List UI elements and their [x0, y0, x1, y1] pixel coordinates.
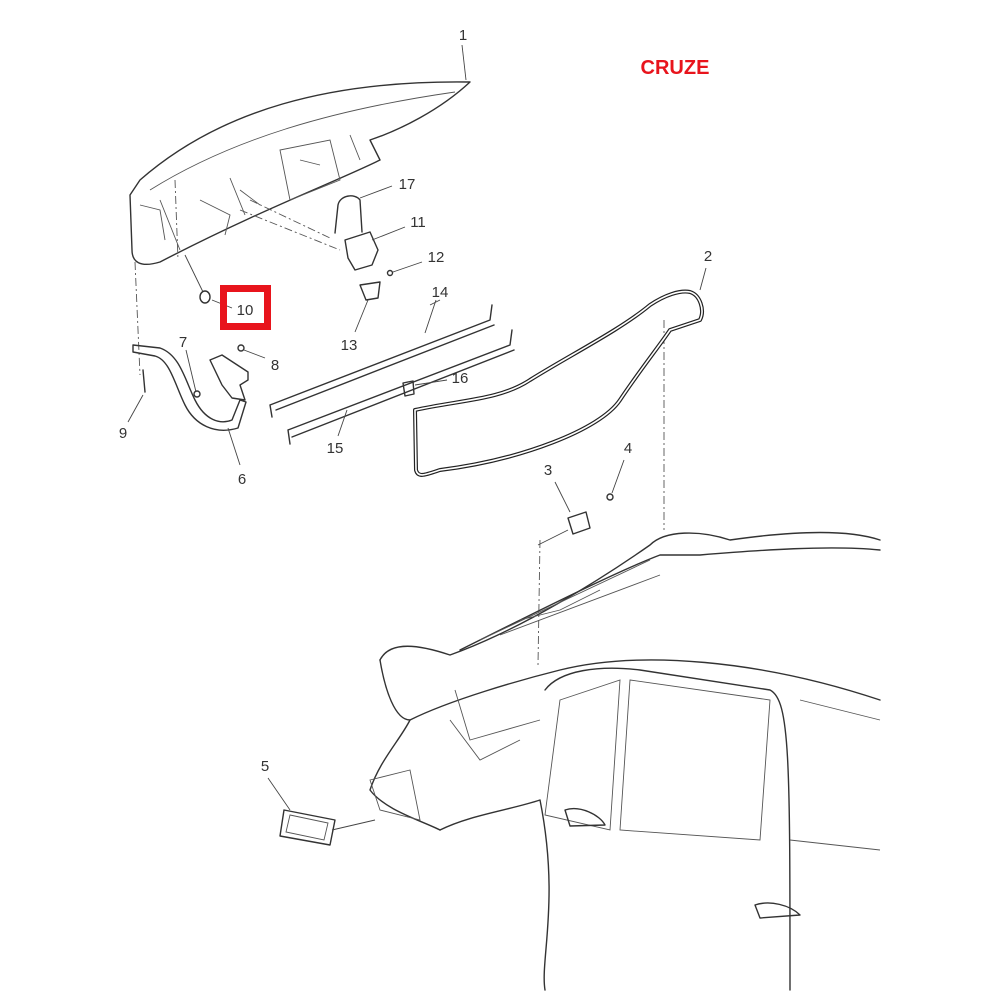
callout-15: 15: [327, 440, 344, 457]
bumper-part-10: [199, 290, 211, 304]
bolt-part-8: [237, 344, 245, 352]
lamp-part-5: [279, 809, 336, 846]
latch-part-11: [334, 195, 381, 301]
rod-part-15: [287, 329, 515, 445]
bolt-part-9: [142, 369, 146, 393]
car-body: [369, 531, 881, 991]
weatherstrip-part-2: [413, 289, 704, 477]
callout-2: 2: [704, 248, 712, 265]
callout-4: 4: [624, 440, 632, 457]
model-title: CRUZE: [641, 57, 710, 79]
bolt-part-7: [193, 390, 201, 398]
callout-8: 8: [271, 357, 279, 374]
callout-12: 12: [428, 249, 445, 266]
lamp-part-3: [567, 511, 591, 535]
callout-16: 16: [452, 370, 469, 387]
callout-1: 1: [459, 27, 467, 44]
callout-6: 6: [238, 471, 246, 488]
nut-part-4: [606, 493, 614, 501]
callout-17: 17: [399, 176, 416, 193]
callout-11: 11: [410, 214, 426, 231]
highlight-box-10: [220, 285, 271, 330]
rod-part-14: [269, 304, 495, 418]
callout-10: 10: [237, 302, 254, 319]
callout-14: 14: [432, 284, 449, 301]
clip-part-16: [402, 380, 415, 397]
striker-part-13: [359, 281, 381, 301]
trunk-lid: [129, 81, 471, 266]
callout-7: 7: [179, 334, 187, 351]
bolt-part-12: [386, 269, 394, 277]
callout-13: 13: [341, 337, 358, 354]
hinge-part-6: [132, 344, 249, 431]
callout-9: 9: [119, 425, 127, 442]
callout-3: 3: [544, 462, 552, 479]
callout-5: 5: [261, 758, 269, 775]
